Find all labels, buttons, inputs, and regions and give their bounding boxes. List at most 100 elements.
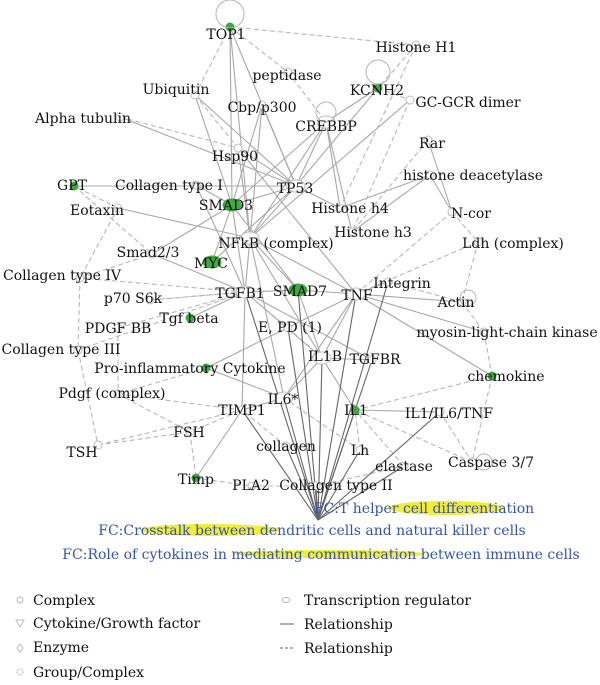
edge-layer <box>73 26 493 521</box>
node-pdgfbb <box>113 323 123 333</box>
edge-relationship-dashed <box>117 367 207 395</box>
legend-label-group: Group/Complex <box>33 665 144 681</box>
node-label-il1-il6-tnf: IL1/IL6/TNF <box>405 406 493 422</box>
edge-relationship-dashed <box>451 211 479 243</box>
edge-relationship-dashed <box>229 26 289 73</box>
edge-relationship <box>321 293 357 359</box>
edge-relationship <box>231 204 246 293</box>
edge-to-function <box>244 291 319 521</box>
edge-relationship <box>211 185 297 263</box>
edge-relationship-dashed <box>194 26 231 96</box>
function-highlight-2 <box>140 524 280 536</box>
node-label-pdgf-bb: PDGF BB <box>85 321 152 337</box>
node-label-histone-h1: Histone H1 <box>376 40 457 56</box>
node-label-lh: Lh <box>351 443 369 459</box>
edge-to-function <box>285 445 319 521</box>
edge-relationship <box>189 291 246 319</box>
edge-to-function <box>317 449 361 521</box>
legend-label-transcription: Transcription regulator <box>304 593 471 609</box>
node-epd <box>283 323 293 333</box>
edge-relationship <box>194 94 297 187</box>
edge-relationship <box>194 94 233 206</box>
edge-relationship <box>237 147 357 295</box>
edge-to-function <box>317 359 373 521</box>
node-label-alpha-tubulin: Alpha tubulin <box>34 111 131 127</box>
edge-relationship <box>229 26 233 206</box>
node-label-myc: MYC <box>194 256 228 272</box>
edge-relationship-dashed <box>354 409 405 467</box>
node-collageniii <box>73 345 83 355</box>
node-cbpp300 <box>257 100 267 110</box>
node-smad7 <box>288 283 308 297</box>
node-peptidase <box>283 67 293 77</box>
node-lh <box>355 445 365 455</box>
edge-relationship <box>295 121 327 187</box>
node-label-layer: TOP1 Histone H1 Ubiquitin peptidase KCNH… <box>2 27 598 494</box>
edge-relationship <box>211 204 233 263</box>
function-highlight-3 <box>234 550 426 558</box>
edge-relationship-dashed <box>117 393 243 411</box>
node-label-il1: IL1 <box>344 403 368 419</box>
edge-to-function <box>317 465 405 521</box>
legend: Complex Cytokine/Growth factor Enzyme Gr… <box>15 593 471 681</box>
self-loop-3 <box>315 101 337 123</box>
legend-label-complex: Complex <box>33 593 95 609</box>
edge-relationship <box>151 204 233 255</box>
node-smad3 <box>222 198 242 212</box>
node-label-collagen-type-i: Collagen type I <box>115 178 223 194</box>
edge-relationship-dashed <box>429 174 453 213</box>
edge-relationship-dashed <box>97 409 243 446</box>
node-label-tsh: TSH <box>66 445 97 461</box>
node-label-histone-h4: Histone h4 <box>311 201 389 217</box>
edge-relationship <box>249 237 357 295</box>
self-loop-2 <box>365 59 391 85</box>
function-highlight-layer <box>140 501 504 558</box>
edge-to-function <box>317 411 441 521</box>
node-p70s6k <box>145 295 155 305</box>
node-label-integrin: Integrin <box>373 276 431 292</box>
edge-relationship <box>321 357 356 411</box>
edge-relationship <box>229 26 251 239</box>
cytokine-symbol-icon <box>15 619 25 629</box>
edge-to-function <box>317 293 357 521</box>
legend-label-dashed-relationship: Relationship <box>304 641 393 657</box>
edge-relationship <box>355 293 463 303</box>
node-alphatubulin <box>115 112 125 122</box>
node-label-pla2: PLA2 <box>232 478 270 494</box>
edge-relationship <box>231 185 297 206</box>
node-proinflam <box>201 363 211 373</box>
node-hsp90 <box>233 143 243 153</box>
edge-to-function <box>283 397 319 521</box>
node-collagenii <box>311 481 321 491</box>
self-loop-1 <box>215 0 245 29</box>
node-label-p70-s6k: p70 S6k <box>104 291 163 307</box>
edge-relationship-dashed <box>377 44 417 89</box>
node-label-top1: TOP1 <box>206 27 245 43</box>
edge-relationship <box>244 291 373 361</box>
edge-relationship-dashed <box>195 477 253 487</box>
node-label-pro-inflammatory-cytokine: Pro-inflammatory Cytokine <box>94 361 285 377</box>
node-label-tp53: TP53 <box>277 181 314 197</box>
edge-relationship <box>355 293 485 333</box>
complex-symbol-icon <box>16 596 24 604</box>
edge-relationship <box>249 237 299 291</box>
node-myc <box>202 255 222 269</box>
node-pla2 <box>247 481 257 491</box>
edge-relationship <box>244 237 251 293</box>
node-label-pdgf-complex: Pdgf (complex) <box>58 386 165 402</box>
node-shape-layer <box>69 0 497 491</box>
edge-relationship <box>117 207 251 239</box>
node-label-smad2-3: Smad2/3 <box>117 245 180 261</box>
edge-to-function <box>317 281 389 521</box>
function-label-layer: FC:T helper cell differentiation FC:Cros… <box>62 501 579 563</box>
node-label-ldh-complex: Ldh (complex) <box>462 236 564 252</box>
node-label-ubiquitin: Ubiquitin <box>143 82 210 98</box>
edge-relationship-dashed <box>283 397 361 451</box>
node-gpt <box>69 181 79 191</box>
edge-relationship-dashed <box>244 291 289 329</box>
edge-relationship-dashed <box>79 253 153 279</box>
node-gcgcr <box>405 95 415 105</box>
edge-relationship <box>231 104 263 206</box>
edge-relationship-dashed <box>229 26 417 46</box>
edge-relationship-dashed <box>73 185 153 255</box>
